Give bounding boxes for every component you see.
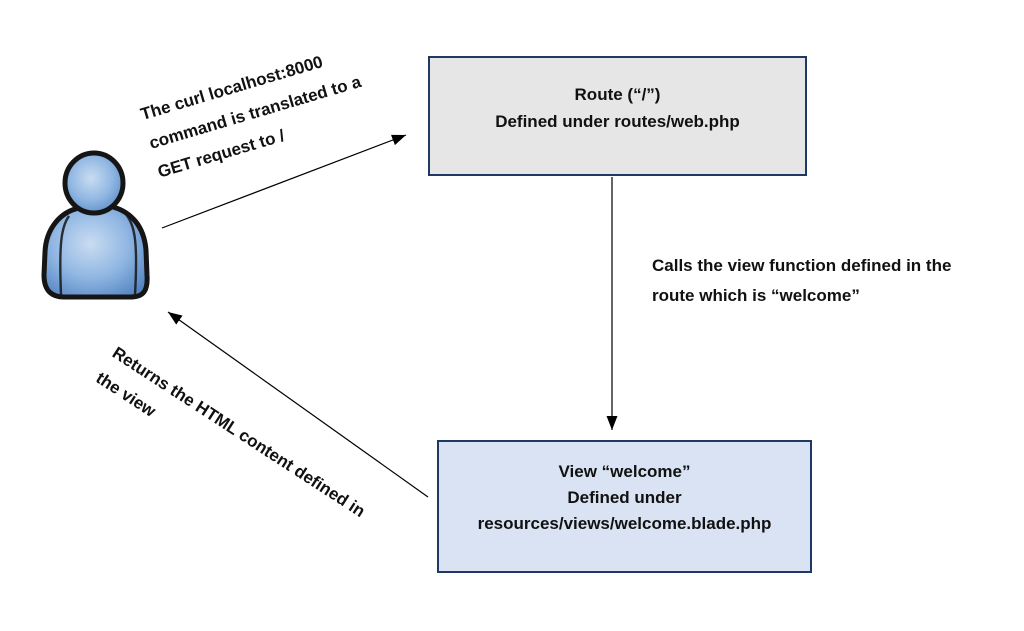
route-node-subtitle: Defined under routes/web.php <box>495 112 740 131</box>
calls-annotation-line2: route which is “welcome” <box>652 286 860 305</box>
person-right-arm-line <box>123 211 138 296</box>
view-node-subtitle: Defined under <box>567 487 682 507</box>
person-head <box>62 150 126 216</box>
calls-annotation-line1: Calls the view function defined in the <box>652 256 952 275</box>
view-node-path: resources/views/welcome.blade.php <box>477 513 772 533</box>
route-node: Route (“/”) Defined under routes/web.php <box>428 56 807 176</box>
request-arrow <box>161 134 407 229</box>
calls-annotation: Calls the view function defined in the r… <box>652 251 951 311</box>
route-node-title: Route (“/”) <box>574 85 661 104</box>
view-node-title: View “welcome” <box>558 461 691 481</box>
returns-arrow <box>167 311 429 498</box>
view-node: View “welcome” Defined under resources/v… <box>437 440 812 573</box>
user-person-icon <box>41 150 150 300</box>
person-left-arm-line <box>59 215 70 296</box>
